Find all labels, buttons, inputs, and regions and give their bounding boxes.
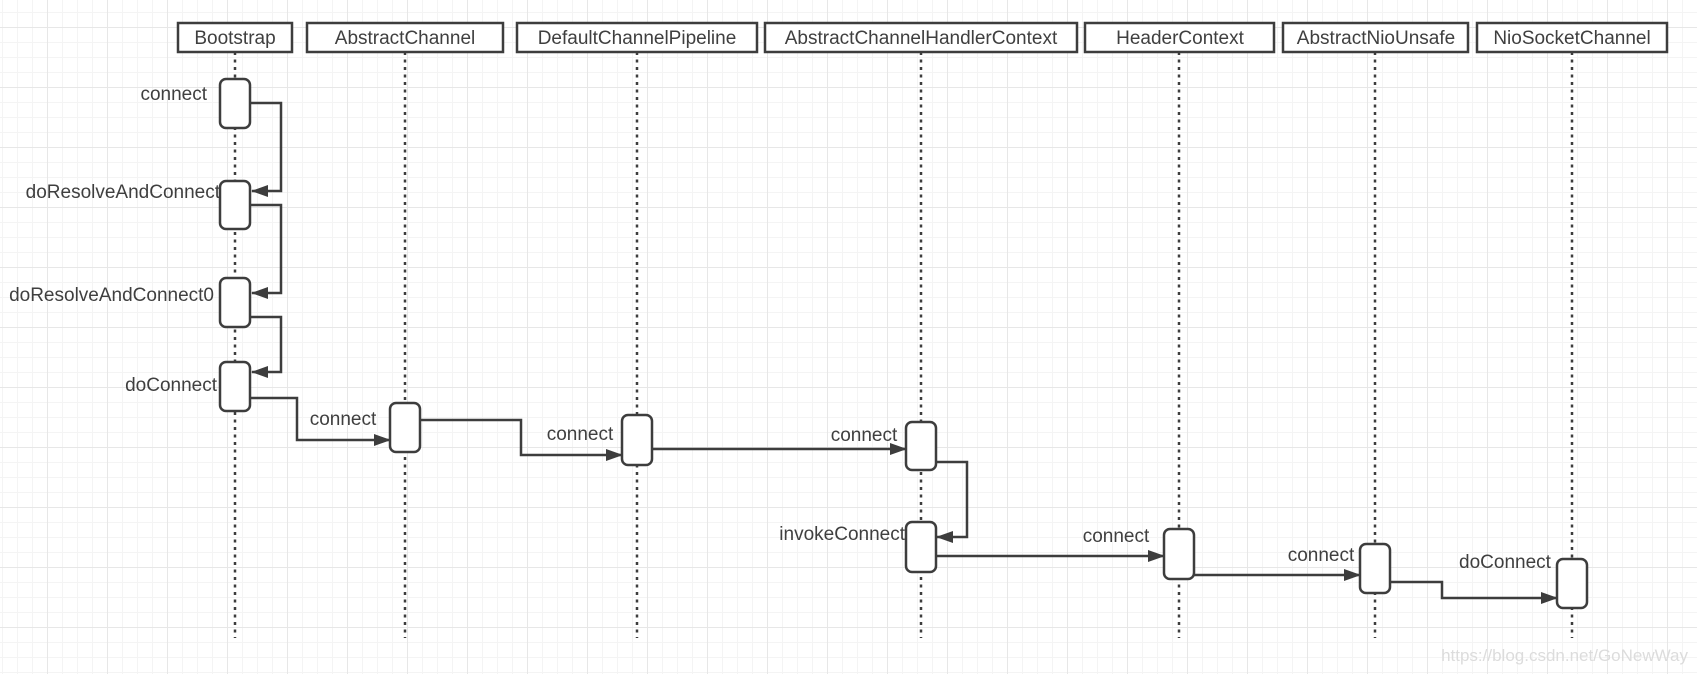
participant-box <box>1083 21 1276 54</box>
participant-label: NioSocketChannel <box>1493 28 1650 49</box>
activation-bootstrap-do-connect <box>218 360 252 413</box>
message-label-do-resolve-and-connect: doResolveAndConnect <box>26 182 221 203</box>
participant-label: Bootstrap <box>194 28 275 49</box>
activation-default-channel-pipeline <box>620 413 654 467</box>
arrow-self-do-resolve-and-connect0 <box>250 315 283 378</box>
arrow-self-invoke-connect <box>936 460 969 543</box>
participant-bootstrap: Bootstrap <box>176 21 294 54</box>
participant-box <box>1475 21 1669 54</box>
message-label-connect-self: connect <box>140 84 207 105</box>
message-label-do-resolve-and-connect0: doResolveAndConnect0 <box>9 285 214 306</box>
arrow-self-do-resolve-and-connect <box>250 203 283 299</box>
activation-abstract-nio-unsafe <box>1358 542 1392 595</box>
activation-bootstrap-do-resolve-and-connect <box>218 179 252 231</box>
participant-nio-socket-channel: NioSocketChannel <box>1475 21 1669 54</box>
arrow-self-connect <box>250 101 283 197</box>
participant-label: HeaderContext <box>1116 28 1245 49</box>
message-label-do-connect-self: doConnect <box>125 375 218 396</box>
participant-box <box>515 21 759 54</box>
participant-box <box>305 21 505 54</box>
activation-handler-context-connect <box>904 420 938 472</box>
activation-nio-socket-channel <box>1555 557 1589 610</box>
participant-label: AbstractChannel <box>335 28 475 49</box>
arrow-connect-to-pipeline <box>420 418 623 461</box>
participant-abstract-channel: AbstractChannel <box>305 21 505 54</box>
activation-abstract-channel <box>388 401 422 454</box>
message-label-connect-to-handler-context: connect <box>831 425 898 446</box>
activation-bootstrap-do-resolve-and-connect0 <box>218 276 252 329</box>
participant-label: AbstractChannelHandlerContext <box>785 28 1058 49</box>
message-label-do-connect-to-socket-channel: doConnect <box>1459 552 1552 573</box>
participant-box <box>176 21 294 54</box>
activation-handler-context-invoke-connect <box>904 520 938 574</box>
message-label-connect-to-abstract-channel: connect <box>310 409 377 430</box>
message-label-connect-to-pipeline: connect <box>547 424 614 445</box>
participant-abstract-channel-handler-context: AbstractChannelHandlerContext <box>763 21 1079 54</box>
participant-default-channel-pipeline: DefaultChannelPipeline <box>515 21 759 54</box>
message-label-connect-to-header-context: connect <box>1083 526 1150 547</box>
participant-header-context: HeaderContext <box>1083 21 1276 54</box>
activation-header-context <box>1162 527 1196 581</box>
message-label-invoke-connect: invokeConnect <box>779 524 905 545</box>
watermark: https://blog.csdn.net/GoNewWay <box>1441 646 1688 665</box>
activation-bootstrap-connect <box>218 77 252 130</box>
arrow-do-connect-to-socket-channel <box>1390 580 1558 604</box>
participant-box <box>1281 21 1470 54</box>
message-label-connect-to-nio-unsafe: connect <box>1288 545 1355 566</box>
participant-box <box>763 21 1079 54</box>
participant-label: AbstractNioUnsafe <box>1297 28 1455 49</box>
participant-label: DefaultChannelPipeline <box>538 28 737 49</box>
participant-abstract-nio-unsafe: AbstractNioUnsafe <box>1281 21 1470 54</box>
arrow-connect-to-abstract-channel <box>250 396 391 446</box>
